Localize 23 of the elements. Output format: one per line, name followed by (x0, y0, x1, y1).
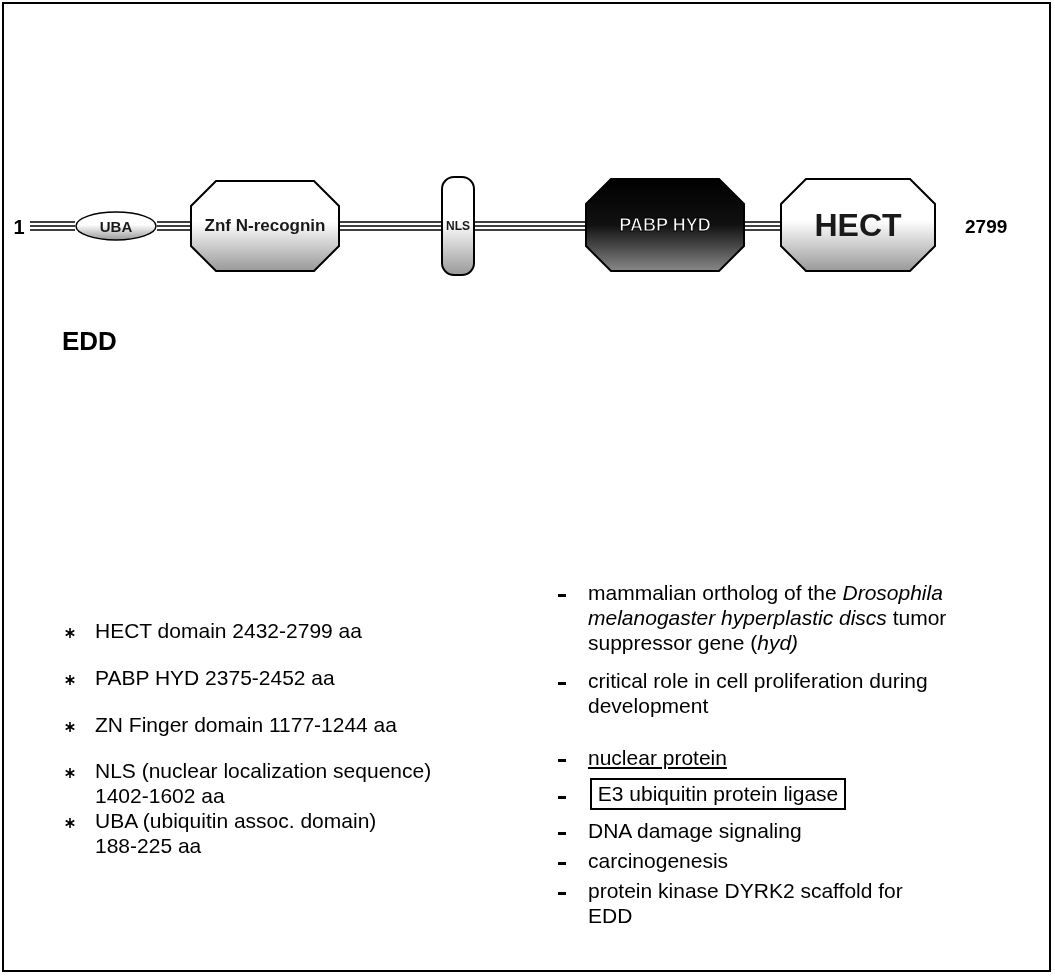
protein-title: EDD (62, 326, 117, 357)
backbone-line (29, 221, 76, 231)
bullet-text: HECT domain 2432-2799 aa (95, 618, 363, 643)
domain-octagon: HECT (780, 178, 936, 272)
backbone-line (156, 221, 191, 231)
position-number: 1 (8, 214, 30, 240)
boxed-text: E3 ubiquitin protein ligase (590, 778, 846, 810)
bullet-text: carcinogenesis (588, 848, 730, 873)
bullet-text: PABP HYD 2375-2452 aa (95, 665, 336, 690)
domain-ellipse: UBA (75, 211, 157, 241)
domain-octagon: Znf N-recognin (190, 180, 340, 272)
backbone-line (474, 221, 586, 231)
bullet-text: mammalian ortholog of the Drosophila melanogaster hyperplastic discs tumor suppressor gene (hyd) (588, 580, 948, 655)
domain-capsule: NLS (441, 176, 475, 276)
bullet-text: critical role in cell proliferation during development (588, 668, 929, 718)
bullet-text: UBA (ubiquitin assoc. domain) 188-225 aa (95, 808, 378, 858)
bullet-text: ZN Finger domain 1177-1244 aa (95, 712, 398, 737)
position-number: 2799 (965, 215, 1008, 239)
bullet-text: NLS (nuclear localization sequence) 1402-1602 aa (95, 758, 433, 808)
bullet-text: nuclear protein (588, 745, 727, 770)
bullet-text: protein kinase DYRK2 scaffold for EDD (588, 878, 904, 928)
bullet-text: DNA damage signaling (588, 818, 803, 843)
domain-octagon: PABP HYD (585, 178, 745, 272)
